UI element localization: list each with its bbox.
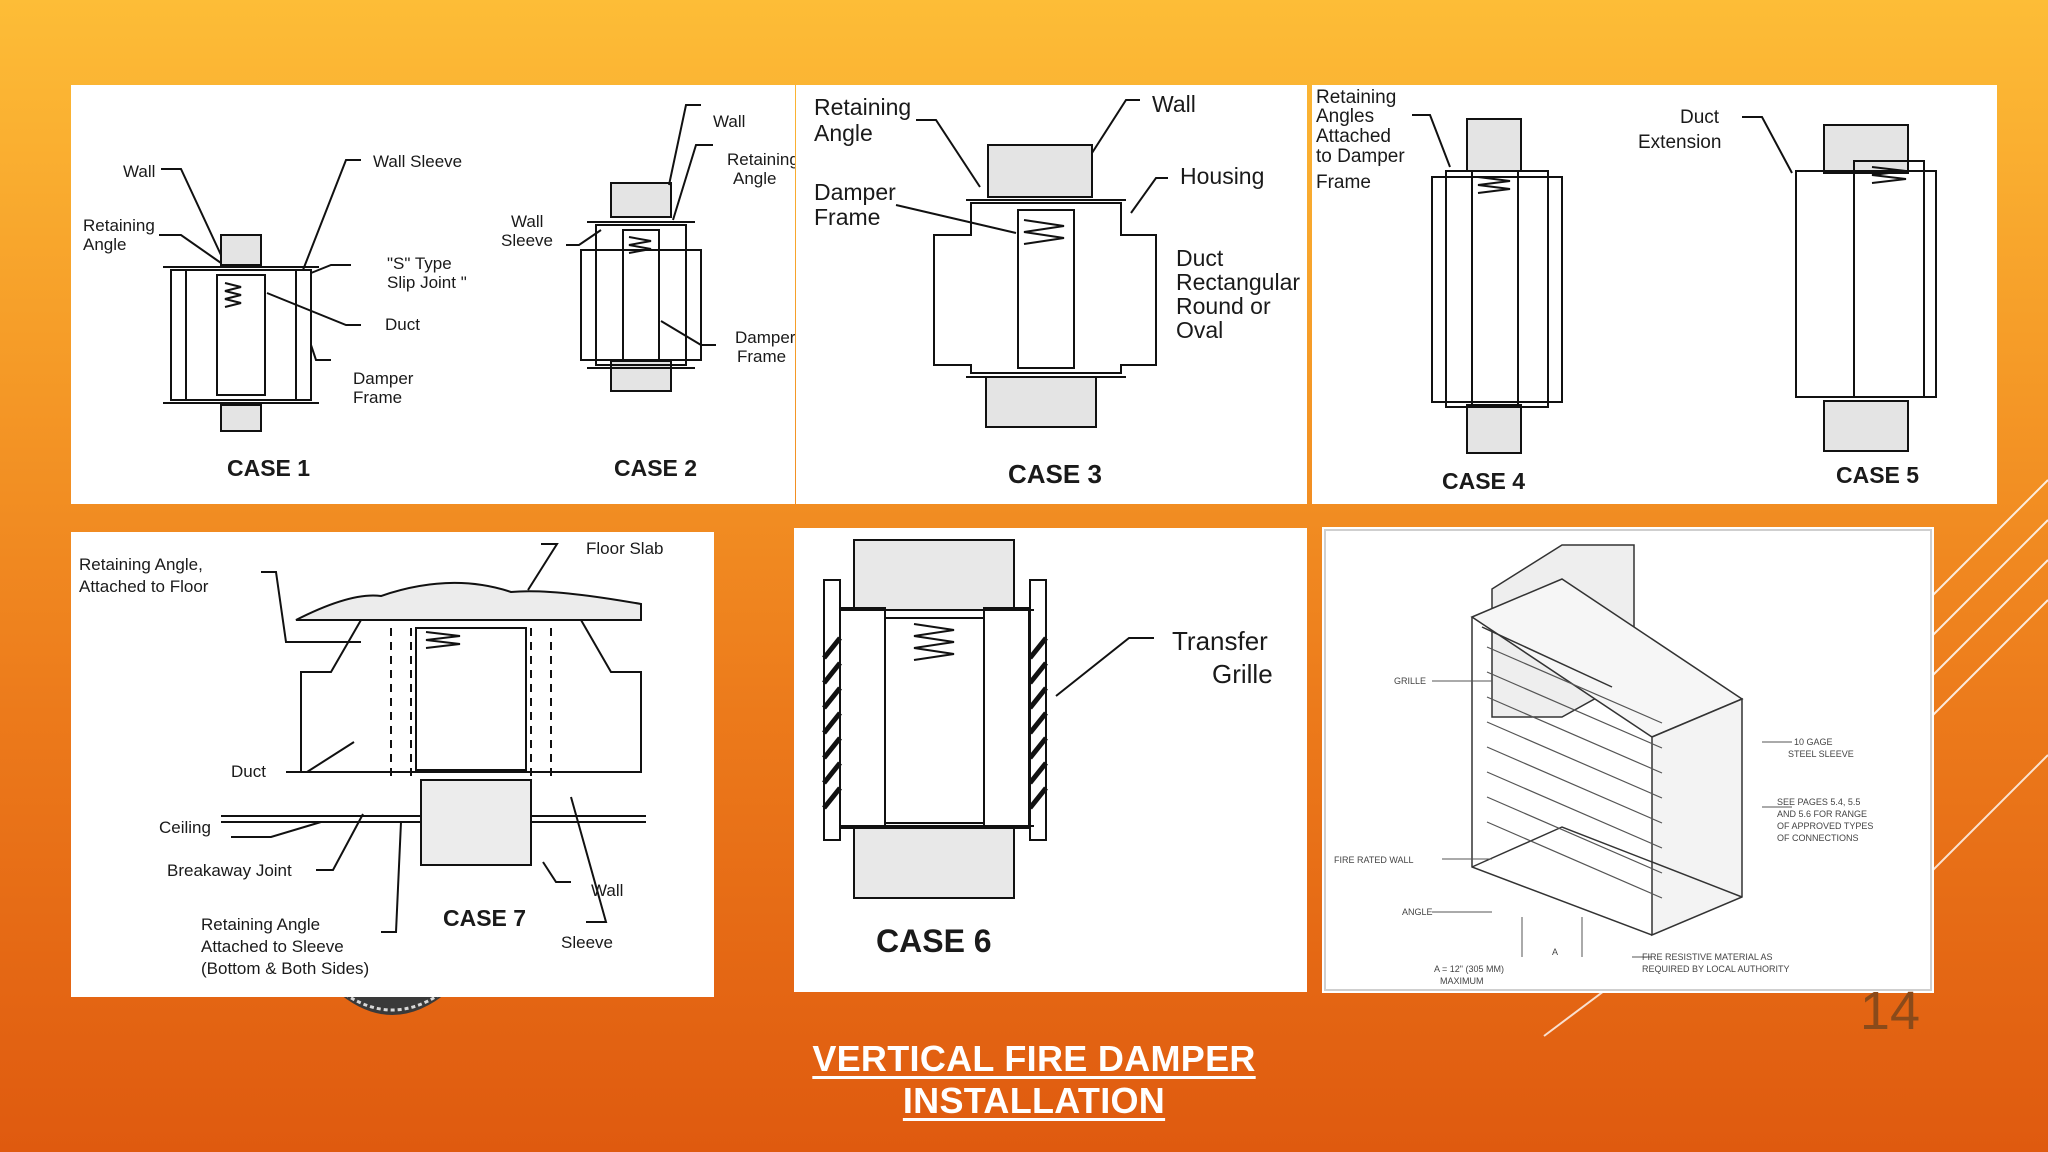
label-ret-sleeve-3: (Bottom & Both Sides)	[201, 959, 369, 978]
case-6-label: CASE 6	[876, 923, 992, 959]
label-ret-sleeve-1: Retaining Angle	[201, 915, 320, 934]
label-c2-ws-1: Wall	[511, 212, 543, 231]
label-ret-2: Angles	[1316, 106, 1374, 127]
label-damper-1: Damper	[814, 179, 896, 205]
label-see-1: SEE PAGES 5.4, 5.5	[1777, 797, 1860, 807]
label-steel-2: STEEL SLEEVE	[1788, 749, 1854, 759]
label-ret-4: to Damper	[1316, 146, 1405, 167]
label-retaining-2: Angle	[814, 120, 873, 146]
label-c2-wall: Wall	[713, 112, 745, 131]
label-fire-wall: FIRE RATED WALL	[1334, 855, 1414, 865]
label-ret-1: Retaining	[1316, 87, 1396, 108]
label-see-3: OF APPROVED TYPES	[1777, 821, 1873, 831]
label-angle: ANGLE	[1402, 907, 1433, 917]
label-breakaway: Breakaway Joint	[167, 861, 292, 880]
label-c2-ret-1: Retaining	[727, 150, 795, 169]
diagram-case-4-5: Retaining Angles Attached to Damper Fram…	[1312, 85, 1997, 504]
label-duct-4: Oval	[1176, 317, 1223, 343]
case-4-5-drawing: Retaining Angles Attached to Damper Fram…	[1316, 87, 1937, 494]
case-1-2-drawing: Wall Wall Sleeve Retaining Angle "S" Typ…	[83, 104, 795, 481]
label-ext-2: Extension	[1638, 132, 1721, 153]
label-damper-2: Frame	[353, 388, 402, 407]
case-2-label: CASE 2	[614, 455, 697, 481]
label-wall: Wall	[591, 881, 623, 900]
label-resist-1: FIRE RESISTIVE MATERIAL AS	[1642, 952, 1773, 962]
label-duct: Duct	[231, 762, 266, 781]
label-dim-2: MAXIMUM	[1440, 976, 1484, 986]
diagram-case-1-2: Wall Wall Sleeve Retaining Angle "S" Typ…	[71, 85, 795, 504]
label-resist-2: REQUIRED BY LOCAL AUTHORITY	[1642, 964, 1790, 974]
label-ceiling: Ceiling	[159, 818, 211, 837]
label-damper-1: Damper	[353, 369, 414, 388]
label-housing: Housing	[1180, 163, 1264, 189]
label-wall: Wall	[123, 162, 155, 181]
label-retaining-1: Retaining	[83, 216, 155, 235]
label-ret-floor-1: Retaining Angle,	[79, 555, 203, 574]
case-4-label: CASE 4	[1442, 468, 1525, 494]
label-retaining-1: Retaining	[814, 94, 911, 120]
case-7-label: CASE 7	[443, 905, 526, 931]
label-see-4: OF CONNECTIONS	[1777, 833, 1859, 843]
label-duct: Duct	[385, 315, 420, 334]
label-steel-1: 10 GAGE	[1794, 737, 1833, 747]
label-duct-3: Round or	[1176, 293, 1271, 319]
label-grille: GRILLE	[1394, 676, 1426, 686]
case-7-drawing: Retaining Angle, Attached to Floor Floor…	[79, 539, 663, 978]
label-wall-sleeve: Wall Sleeve	[373, 152, 462, 171]
label-c2-ret-2: Angle	[733, 169, 776, 188]
label-c2-df-2: Frame	[737, 347, 786, 366]
diagram-case-7: Retaining Angle, Attached to Floor Floor…	[71, 532, 714, 997]
slide-title: VERTICAL FIRE DAMPER INSTALLATION	[812, 1038, 1256, 1121]
label-duct-2: Rectangular	[1176, 269, 1300, 295]
label-grille-1: Transfer	[1172, 626, 1268, 656]
case-3-label: CASE 3	[1008, 459, 1102, 489]
case-6-drawing: Transfer Grille CASE 6	[822, 539, 1273, 959]
slide-number: 14	[1859, 981, 1920, 1041]
label-damper-2: Frame	[814, 204, 880, 230]
label-wall: Wall	[1152, 91, 1196, 117]
label-ext-1: Duct	[1680, 107, 1720, 128]
label-ret-floor-2: Attached to Floor	[79, 577, 209, 596]
label-ret-3: Attached	[1316, 126, 1391, 147]
label-floor-slab: Floor Slab	[586, 539, 663, 558]
label-c2-df-1: Damper	[735, 328, 795, 347]
grille-sleeve-drawing: GRILLE 10 GAGE STEEL SLEEVE SEE PAGES 5.…	[1324, 529, 1932, 991]
label-ret-5: Frame	[1316, 172, 1371, 193]
diagram-case-6: Transfer Grille CASE 6	[794, 528, 1307, 992]
label-c2-ws-2: Sleeve	[501, 231, 553, 250]
case-5-label: CASE 5	[1836, 462, 1919, 488]
diagram-grille-sleeve: GRILLE 10 GAGE STEEL SLEEVE SEE PAGES 5.…	[1322, 527, 1934, 993]
case-1-label: CASE 1	[227, 455, 310, 481]
case-3-drawing: Retaining Angle Wall Housing Damper Fram…	[814, 91, 1300, 489]
label-sleeve: Sleeve	[561, 933, 613, 952]
label-see-2: AND 5.6 FOR RANGE	[1777, 809, 1867, 819]
label-dim-1: A = 12" (305 MM)	[1434, 964, 1504, 974]
label-s-type-2: Slip Joint "	[387, 273, 467, 292]
label-s-type-1: "S" Type	[387, 254, 452, 273]
label-dim-a: A	[1552, 947, 1558, 957]
label-ret-sleeve-2: Attached to Sleeve	[201, 937, 344, 956]
label-duct-1: Duct	[1176, 245, 1224, 271]
label-retaining-2: Angle	[83, 235, 126, 254]
diagram-case-3: Retaining Angle Wall Housing Damper Fram…	[796, 85, 1307, 504]
label-grille-2: Grille	[1212, 659, 1273, 689]
